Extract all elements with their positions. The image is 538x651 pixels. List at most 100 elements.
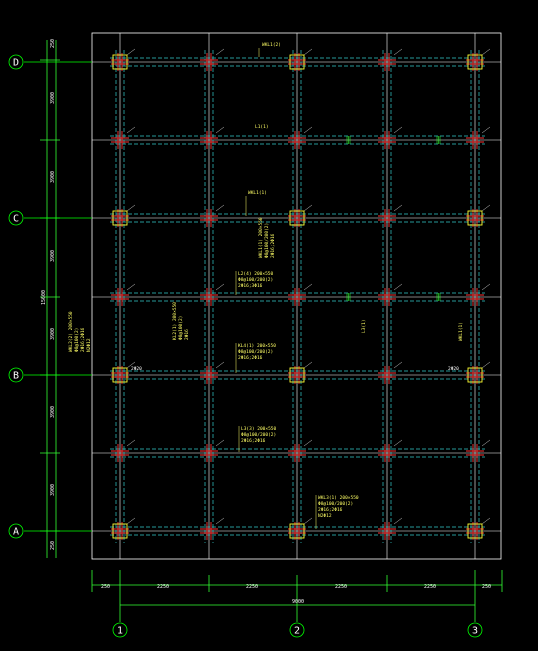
dim-left-1: 3900: [50, 92, 56, 104]
dim-bottom-5: 250: [482, 584, 491, 590]
column-2-1: [289, 367, 305, 383]
column-0-2: [467, 54, 483, 70]
anno-mid-beam-0: L2(4) 200×550: [238, 271, 274, 277]
column-1-0: [112, 210, 128, 226]
column-2-0: [112, 367, 128, 383]
anno-bottom-beam-1: Φ8@100/200(2): [318, 501, 353, 507]
rebar-cross-5-1: [200, 439, 225, 462]
anno-c-mid-small: WKL1(1): [248, 190, 267, 196]
grid-bubble-D: D: [8, 54, 24, 70]
rebar-leader: [126, 439, 136, 447]
structural-gridlines: [92, 33, 501, 559]
left-dimension-labels: 250 3900 3900 3900 3900 3900 3900 250 15…: [41, 39, 56, 550]
anno-mid-beam-2: 2Φ16;3Φ16: [238, 283, 263, 289]
column-3-1: [289, 523, 305, 539]
dim-bottom-4: 2250: [424, 584, 436, 590]
anno-ab-beam-0: L3(3) 200×550: [241, 426, 277, 432]
anno-bottom-beam-0: WKL3(1) 200×550: [318, 495, 359, 501]
column-1-2: [467, 210, 483, 226]
rebar-cross-1-4: [466, 126, 491, 149]
anno-b-left-tag: 2Φ20: [131, 366, 142, 372]
rebar-cross-0-1: [200, 48, 225, 71]
rebar-cross-4-2: [288, 361, 313, 384]
grid-label-1: 1: [117, 626, 123, 637]
rebar-leader: [481, 439, 491, 447]
rebar-cross-4-4: [466, 361, 491, 384]
grid-label-2: 2: [294, 626, 300, 637]
anno-l1-top: L1(1): [255, 124, 269, 130]
grid-bubble-2: 2: [289, 622, 305, 638]
rebar-leader: [393, 361, 403, 369]
rebar-leader: [215, 126, 225, 134]
rebar-leader: [215, 48, 225, 56]
dim-left-7: 250: [50, 541, 56, 550]
bottom-dimension-labels: 250 2250 2250 2250 2250 250 9000: [101, 584, 491, 605]
grid-label-C: C: [13, 214, 19, 225]
dim-left-0: 250: [50, 39, 56, 48]
anno-bc-beam-2: 2Φ16;2Φ16: [238, 355, 263, 361]
rebar-leader: [126, 48, 136, 56]
rebar-cross-6-0: [111, 517, 136, 540]
anno-bc-beam-0: KL4(1) 200×550: [238, 343, 276, 349]
anno-left-beam-3: N2Φ12: [86, 338, 92, 352]
anno-left-beam2-2: 2Φ16: [184, 329, 190, 340]
rebar-cross-2-0: [111, 204, 136, 227]
rebar-cross-2-1: [200, 204, 225, 227]
rebar-leader: [481, 48, 491, 56]
rebar-cross-6-2: [288, 517, 313, 540]
rebar-leader: [215, 361, 225, 369]
anno-right-small-2: WKL1(1): [458, 322, 464, 341]
rebar-leader: [393, 517, 403, 525]
grid-bubble-C: C: [8, 210, 24, 226]
rebar-leader: [303, 283, 313, 291]
rebar-leader: [126, 283, 136, 291]
rebar-leader: [126, 204, 136, 212]
rebar-leader: [215, 439, 225, 447]
columns-layer: [112, 54, 483, 539]
rebar-cross-3-4: [466, 283, 491, 306]
rebar-cross-5-0: [111, 439, 136, 462]
rebar-cross-0-3: [378, 48, 403, 71]
rebar-leader: [126, 126, 136, 134]
anno-left-beam2-1: Φ8@100(2): [178, 316, 184, 340]
rebar-leader: [126, 361, 136, 369]
green-tick-0-0: [346, 136, 351, 144]
col-bubbles: 1 2 3: [112, 622, 483, 638]
row-bubbles: D C B A: [8, 54, 24, 539]
anno-bc-beam-1: Φ8@100/200(2): [238, 349, 273, 355]
rebar-leader: [303, 126, 313, 134]
drawing-frame: [91, 32, 502, 560]
rebar-leader: [126, 517, 136, 525]
green-tick-0-1: [346, 293, 351, 301]
anno-left-beam-2: 2Φ16;2Φ16: [80, 327, 86, 352]
rebar-cross-3-1: [200, 283, 225, 306]
grid-bubble-3: 3: [467, 622, 483, 638]
grid-bubble-1: 1: [112, 622, 128, 638]
rebar-cross-2-2: [288, 204, 313, 227]
anno-ab-beam-2: 2Φ16;2Φ16: [241, 438, 266, 444]
rebar-cross-5-4: [466, 439, 491, 462]
rebar-cross-3-2: [288, 283, 313, 306]
rebar-cross-4-0: [111, 361, 136, 384]
rebar-leader: [393, 439, 403, 447]
grid-label-3: 3: [472, 626, 478, 637]
rebar-cross-6-1: [200, 517, 225, 540]
green-tick-1-1: [436, 293, 441, 301]
dim-left-6: 3900: [50, 484, 56, 496]
dim-left-5: 3900: [50, 406, 56, 418]
anno-left-beam2: KL2(1) 200×550 Φ8@100(2) 2Φ16: [172, 302, 190, 340]
rebar-leader: [303, 204, 313, 212]
rebar-leader: [215, 283, 225, 291]
anno-c-mid-line-0: WKL1(1) 200×550: [258, 217, 264, 258]
anno-left-beam2-0: KL2(1) 200×550: [172, 302, 178, 340]
column-3-2: [467, 523, 483, 539]
rebar-cross-5-2: [288, 439, 313, 462]
anno-left-beam-1: Φ8@100(2): [74, 328, 80, 352]
grid-bubble-B: B: [8, 367, 24, 383]
dim-bottom-1: 2250: [157, 584, 169, 590]
rebar-cross-2-4: [466, 204, 491, 227]
rebar-cross-0-4: [466, 48, 491, 71]
rebar-cross-1-0: [111, 126, 136, 149]
grid-bubble-A: A: [8, 523, 24, 539]
